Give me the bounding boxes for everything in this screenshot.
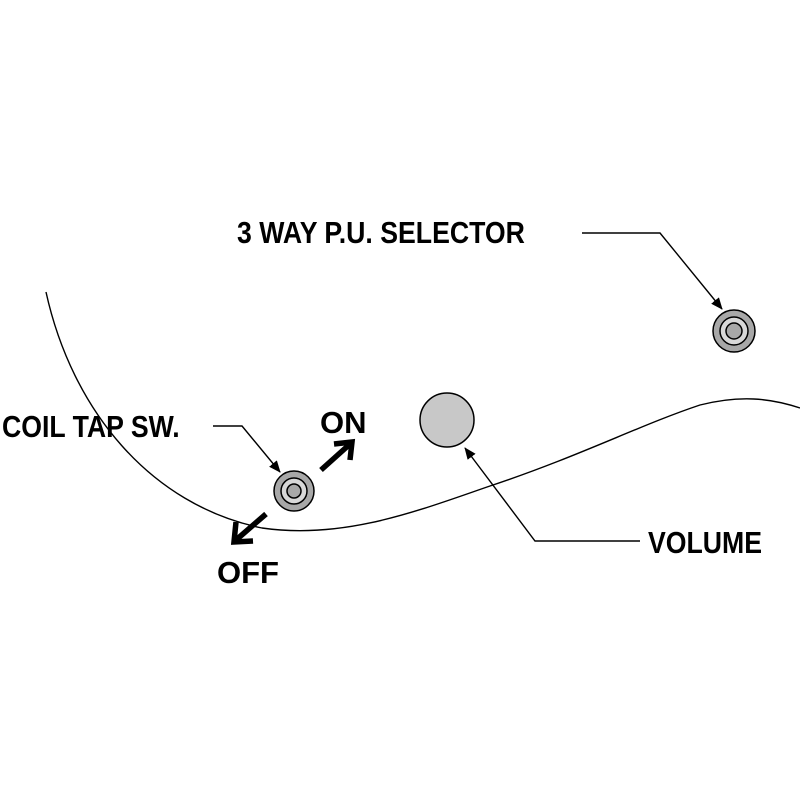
pickup-selector-leader-line xyxy=(582,232,723,310)
body-outline-curve xyxy=(45,291,800,532)
volume-label: VOLUME xyxy=(648,526,762,560)
pickup-selector-tip xyxy=(725,322,743,340)
off-arrow-icon xyxy=(230,511,268,545)
coil-tap-leader-line xyxy=(213,425,281,473)
volume-knob[interactable] xyxy=(419,392,475,448)
volume-leader-line xyxy=(464,447,640,542)
pickup-selector-switch[interactable] xyxy=(712,309,756,353)
coil-tap-tip xyxy=(286,483,302,499)
coil-tap-label: COIL TAP SW. xyxy=(2,410,180,444)
off-label: OFF xyxy=(217,555,279,590)
on-label: ON xyxy=(320,405,367,440)
on-arrow-icon xyxy=(319,438,356,473)
pickup-selector-label: 3 WAY P.U. SELECTOR xyxy=(237,216,525,250)
coil-tap-switch[interactable] xyxy=(273,470,315,512)
